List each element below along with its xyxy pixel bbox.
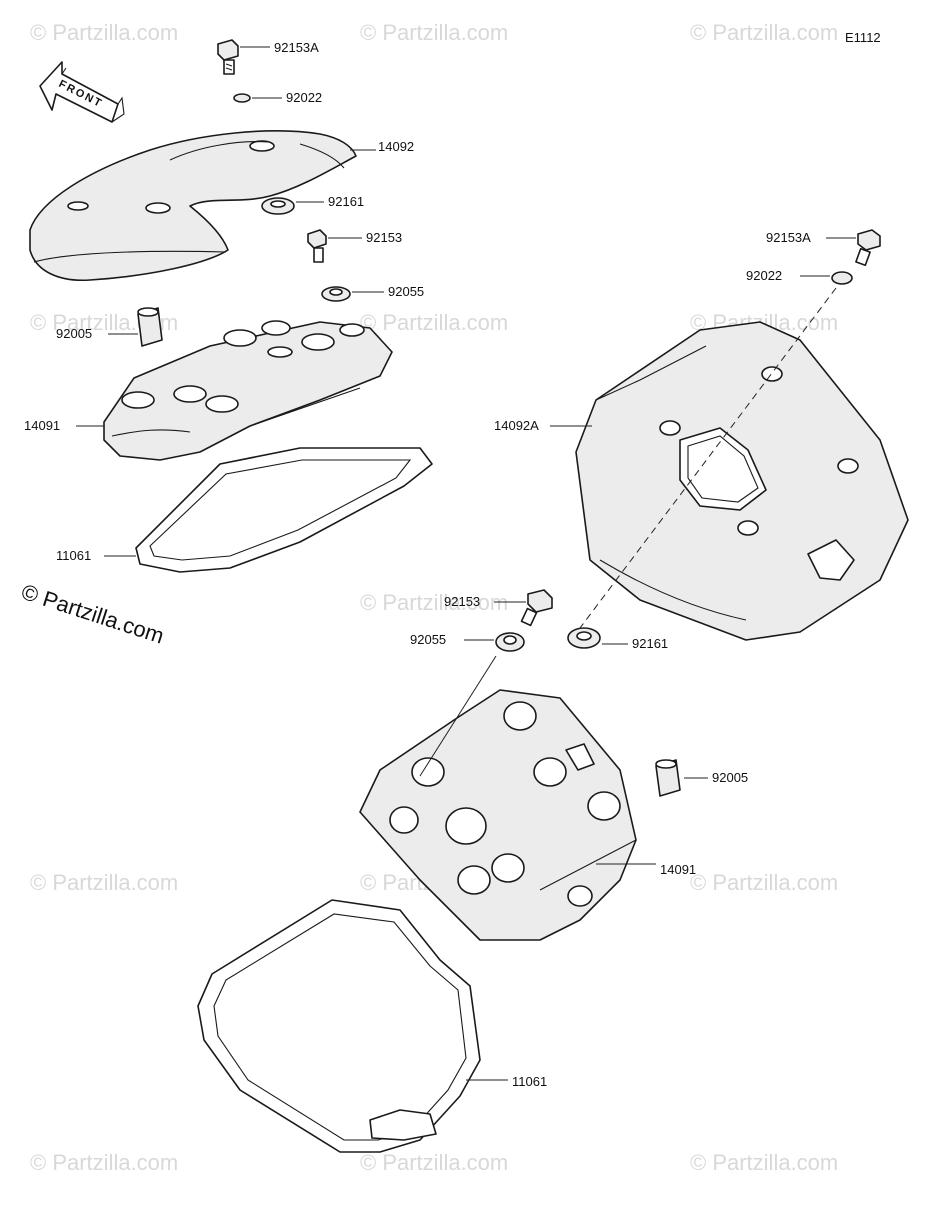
front-arrow-icon: FRONT (39, 61, 125, 123)
label-grommet-left: 92161 (328, 194, 364, 209)
washer-top-icon (233, 93, 251, 103)
bolt-a-right-icon (855, 229, 881, 267)
label-washer-top: 92022 (286, 90, 322, 105)
gasket-left-icon (135, 447, 433, 573)
label-cover-right: 14092A (494, 418, 539, 433)
cover-left-icon (29, 130, 357, 282)
label-bolt-a-right: 92153A (766, 230, 811, 245)
watermark: © Partzilla.com (360, 310, 508, 335)
dowel-left-icon (137, 307, 163, 347)
head-cover-right-icon (359, 689, 637, 941)
label-gasket-bottom: 11061 (512, 1074, 547, 1089)
watermark: © Partzilla.com (30, 870, 178, 895)
label-bolt-left: 92153 (366, 230, 402, 245)
label-washer-mid: 92055 (410, 632, 446, 647)
watermark: © Partzilla.com (690, 20, 838, 45)
label-grommet-mid: 92161 (632, 636, 668, 651)
bolt-left-icon (307, 229, 327, 263)
washer-left-icon (321, 286, 351, 302)
bolt-a-top-icon (217, 39, 239, 75)
gasket-bottom-icon (197, 899, 481, 1153)
label-head-cover-right: 14091 (660, 862, 696, 877)
label-dowel-right: 92005 (712, 770, 748, 785)
label-bolt-a-top: 92153A (274, 40, 319, 55)
label-dowel-left: 92005 (56, 326, 92, 341)
watermark: © Partzilla.com (30, 1150, 178, 1175)
label-head-cover-left: 14091 (24, 418, 60, 433)
bolt-mid-icon (520, 589, 553, 627)
cover-right-icon (575, 321, 909, 641)
label-cover-left: 14092 (378, 139, 414, 154)
label-washer-right: 92022 (746, 268, 782, 283)
leader-line (419, 655, 497, 777)
label-gasket-left: 11061 (56, 548, 91, 563)
diagram-code: E1112 (845, 30, 881, 45)
watermark-main: © Partzilla.com (18, 579, 167, 649)
dowel-right-icon (655, 759, 681, 797)
watermark: © Partzilla.com (360, 590, 508, 615)
assembly-guide-line (579, 287, 837, 629)
head-cover-left-icon (103, 320, 393, 461)
watermark: © Partzilla.com (690, 1150, 838, 1175)
watermark: © Partzilla.com (690, 870, 838, 895)
watermark: © Partzilla.com (360, 1150, 508, 1175)
grommet-mid-icon (567, 627, 601, 649)
label-washer-left: 92055 (388, 284, 424, 299)
watermark: © Partzilla.com (360, 20, 508, 45)
grommet-left-icon (261, 197, 295, 215)
watermark: © Partzilla.com (30, 20, 178, 45)
washer-right-icon (831, 271, 853, 285)
label-bolt-mid: 92153 (444, 594, 480, 609)
washer-mid-icon (495, 632, 525, 652)
